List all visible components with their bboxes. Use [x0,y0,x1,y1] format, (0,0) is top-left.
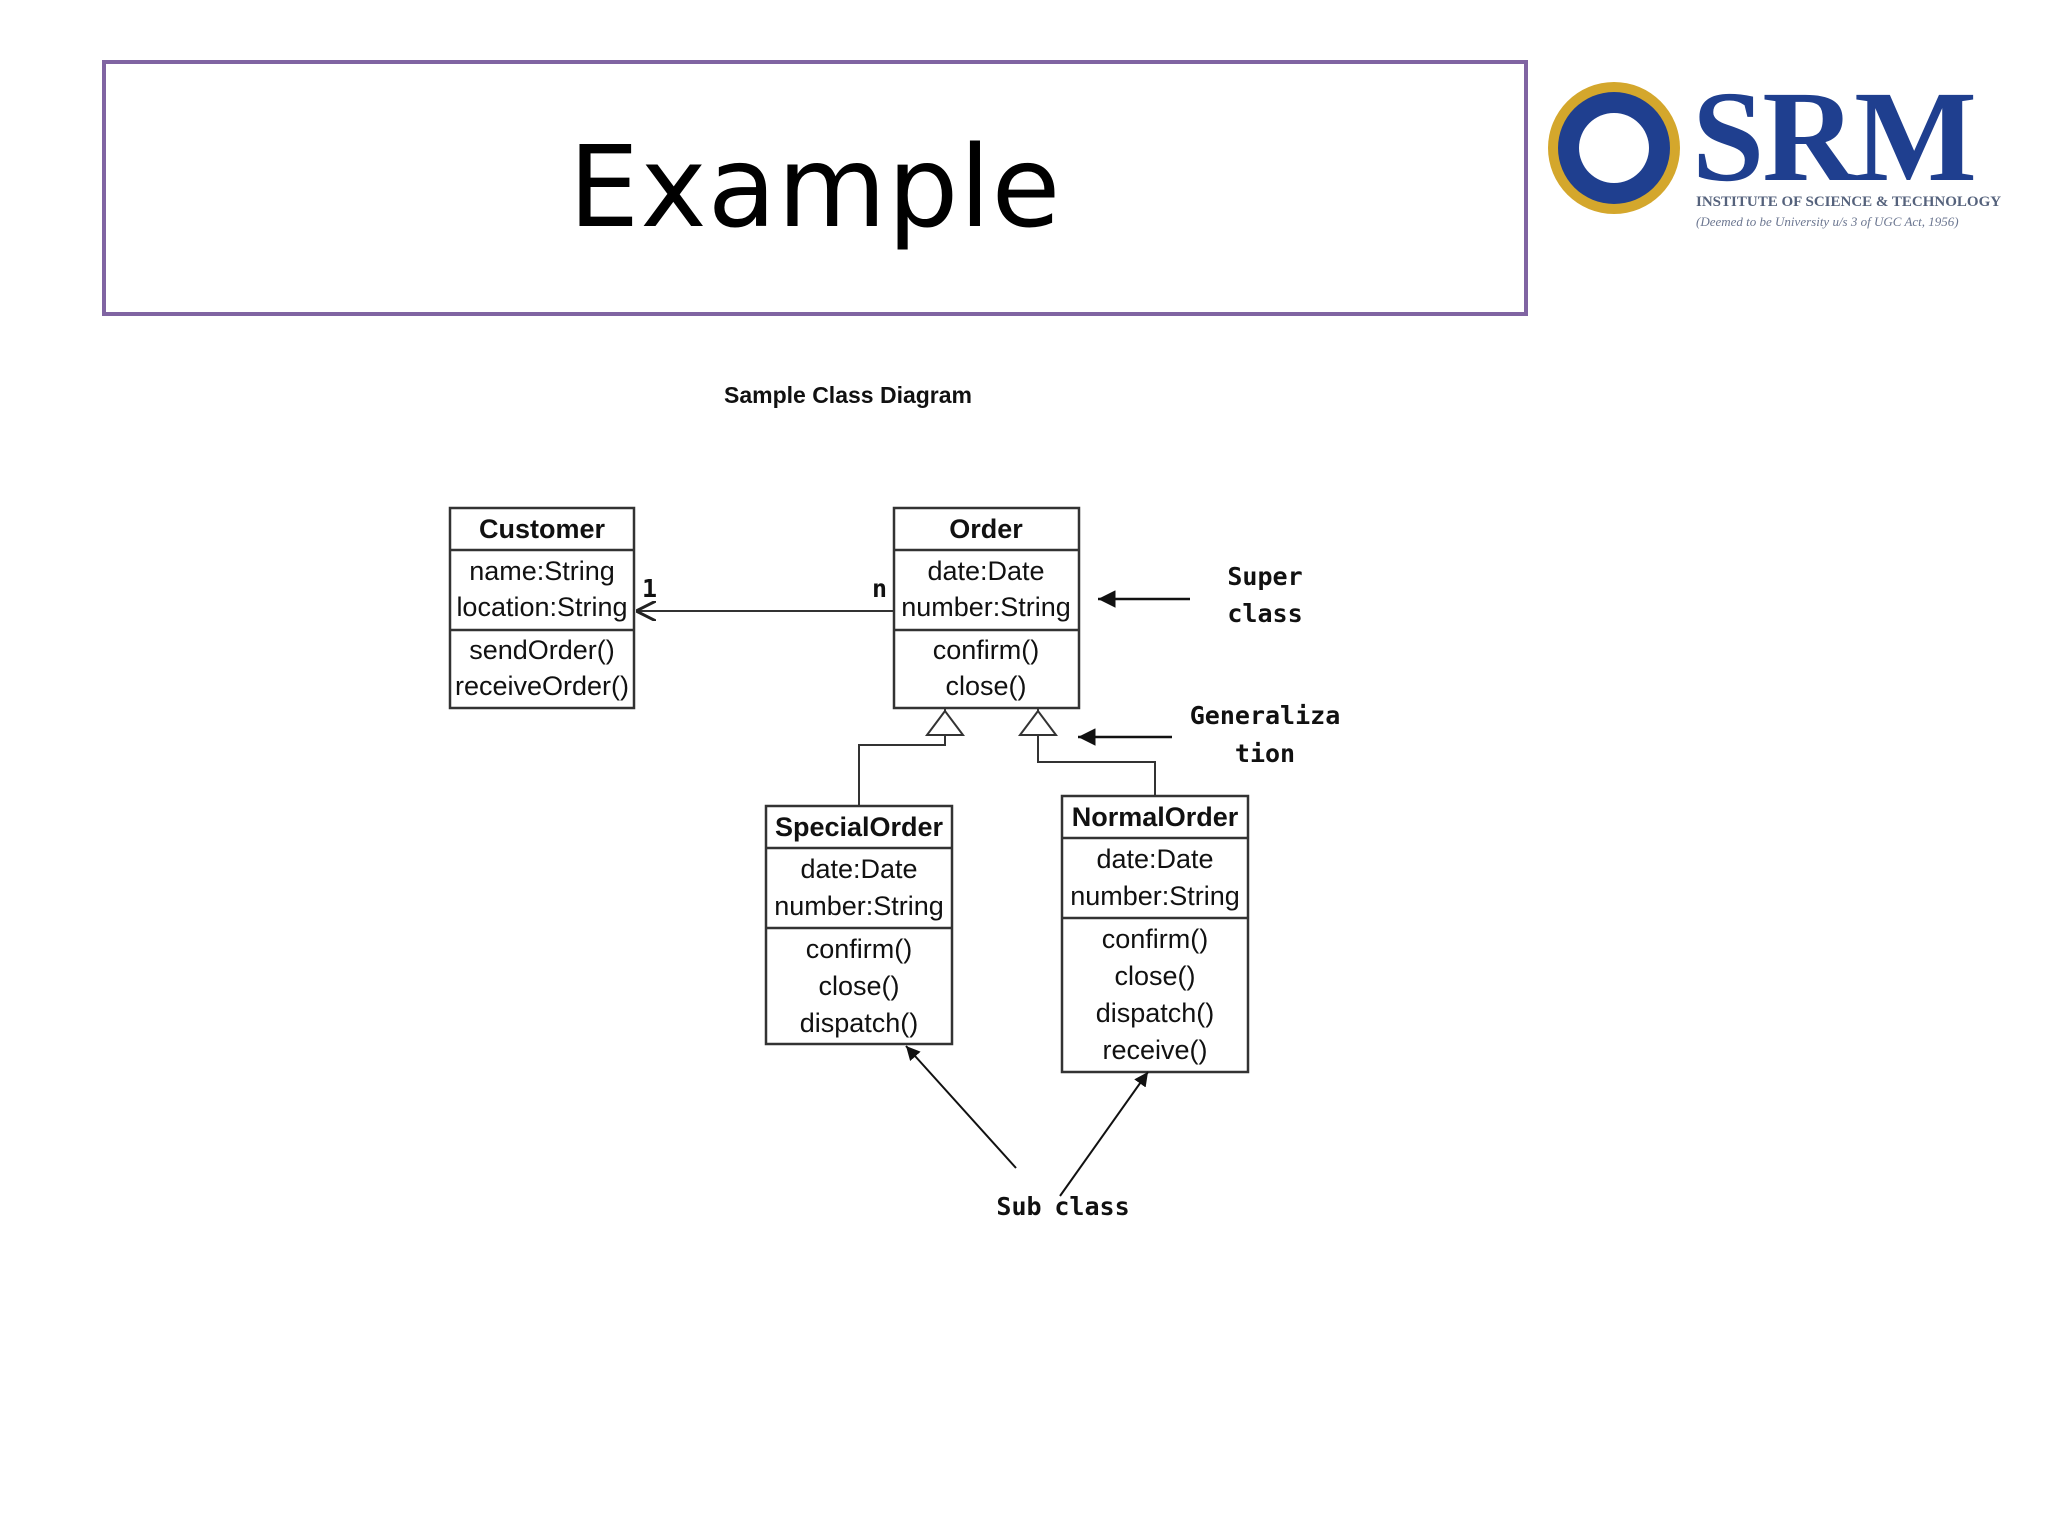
class-attribute: number:String [901,592,1071,622]
logo-wordmark: SRM [1692,65,1977,209]
multiplicity-customer: 1 [642,574,657,603]
class-method: close() [945,671,1026,701]
class-method: dispatch() [1096,998,1215,1028]
class-method: sendOrder() [469,635,615,665]
class-method: receiveOrder() [455,671,629,701]
generalization-label: Generaliza [1190,701,1341,730]
generalization-label: tion [1235,739,1295,768]
sub-class-annotation: Sub class [905,1045,1149,1221]
class-name: Order [949,514,1023,544]
logo-tagline: (Deemed to be University u/s 3 of UGC Ac… [1696,214,1959,229]
logo-subtitle: INSTITUTE OF SCIENCE & TECHNOLOGY [1696,194,2002,210]
association-order-customer: 1 n [636,574,894,611]
class-method: dispatch() [800,1008,919,1038]
class-attribute: location:String [456,592,627,622]
sub-class-label: class [1054,1192,1129,1221]
class-special-order: SpecialOrder date:Date number:String con… [764,804,954,1046]
class-customer: Customer name:String location:String sen… [448,506,636,710]
super-class-label: Super [1227,562,1302,591]
class-name: Customer [479,514,606,544]
generalization-normal-order [1018,708,1156,796]
class-attribute: date:Date [927,556,1044,586]
class-normal-order: NormalOrder date:Date number:String conf… [1060,794,1250,1074]
class-attribute: number:String [774,891,944,921]
class-attribute: name:String [469,556,615,586]
class-attribute: date:Date [1096,844,1213,874]
super-class-label: class [1227,599,1302,628]
class-order: Order date:Date number:String confirm() … [892,506,1081,710]
generalization-annotation: Generaliza tion [1078,701,1340,768]
class-name: NormalOrder [1072,802,1239,832]
class-name: SpecialOrder [775,812,944,842]
class-attribute: date:Date [800,854,917,884]
class-method: confirm() [933,635,1040,665]
class-method: confirm() [806,934,913,964]
class-method: close() [1114,961,1195,991]
multiplicity-order: n [872,574,887,603]
sub-class-label: Sub [996,1192,1041,1221]
class-method: confirm() [1102,924,1209,954]
super-class-annotation: Super class [1098,562,1303,628]
diagram-caption: Sample Class Diagram [724,382,972,408]
class-method: close() [818,971,899,1001]
institute-seal-icon [1548,82,1680,214]
slide-title: Example [568,123,1062,253]
class-method: receive() [1102,1035,1207,1065]
generalization-special-order [858,708,965,806]
title-box: Example [102,60,1528,316]
srm-logo: SRM INSTITUTE OF SCIENCE & TECHNOLOGY (D… [1548,72,2008,258]
class-attribute: number:String [1070,881,1240,911]
